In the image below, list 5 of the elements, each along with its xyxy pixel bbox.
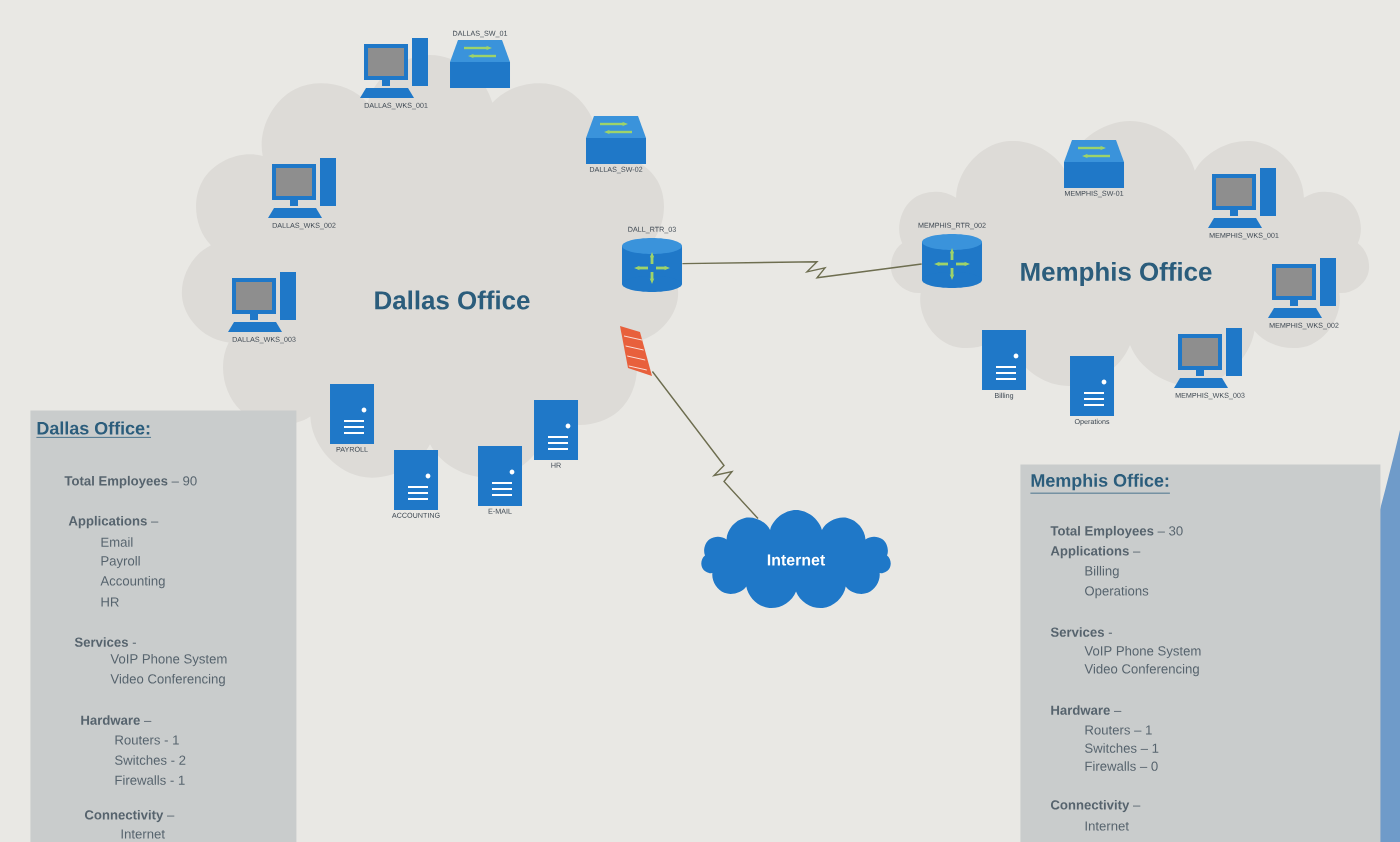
lightning-link [651, 370, 759, 520]
firewall-icon [620, 326, 652, 376]
lightning-link [681, 261, 923, 279]
office-title: Memphis Office [1021, 261, 1212, 287]
office-title: Dallas Office [375, 290, 530, 310]
